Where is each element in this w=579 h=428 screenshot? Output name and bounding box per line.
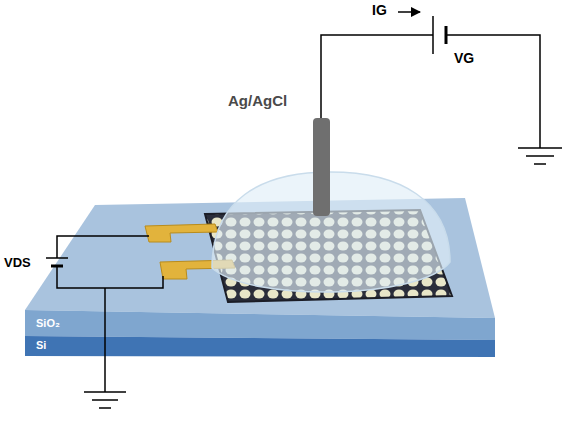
part-label: Ag/AgCl <box>228 92 287 109</box>
ag-agcl-electrode <box>313 118 330 216</box>
gate-circuit <box>321 12 562 164</box>
part-label: IG <box>372 2 387 18</box>
electrolyte-drop <box>212 172 450 292</box>
part-label: VDS <box>4 256 31 271</box>
si-layer <box>25 336 495 357</box>
source-pad <box>145 224 218 242</box>
sio2-layer <box>25 310 495 340</box>
part-label: SiO₂ <box>36 317 60 330</box>
part-label: VG <box>454 50 474 66</box>
part-label: Si <box>36 339 46 352</box>
vds-circuit <box>46 236 163 408</box>
